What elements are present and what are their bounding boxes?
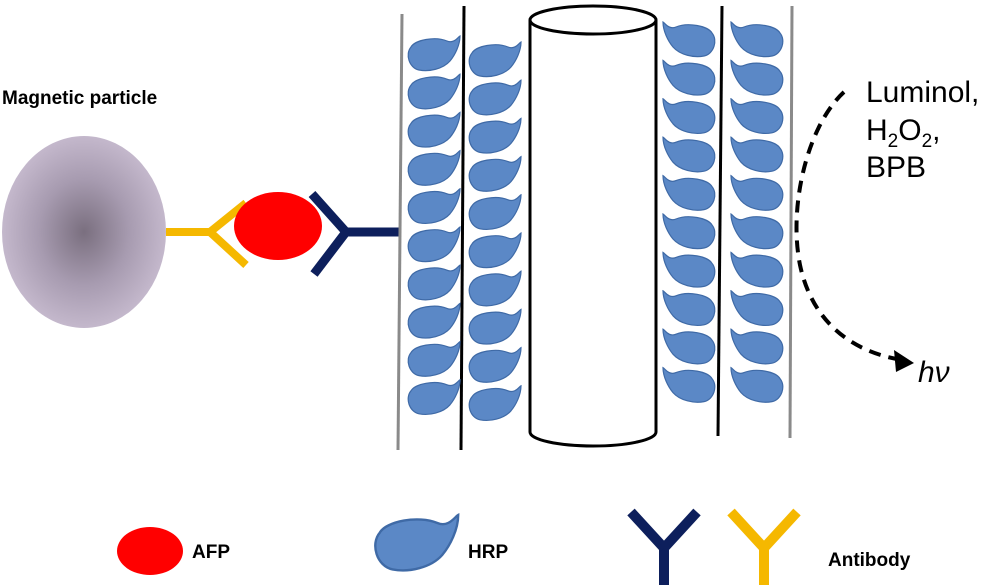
afp-antigen-icon [234, 192, 322, 260]
hrp-enzyme-icon [730, 59, 784, 96]
hrp-enzyme-icon [662, 213, 716, 250]
hrp-enzyme-icon [407, 35, 461, 72]
hrp-enzyme-icon [662, 290, 716, 326]
hrp-enzyme-icon [662, 367, 716, 403]
hrp-enzyme-icon [730, 175, 784, 211]
outer-wall-right [788, 5, 794, 439]
reagent-luminol-label: Luminol, [866, 76, 979, 109]
hrp-enzyme-icon [407, 226, 461, 263]
dashed-curved-arrow-icon [794, 90, 903, 362]
hrp-enzyme-icon [407, 379, 461, 415]
hrp-enzyme-icon [730, 290, 784, 326]
legend-hrp-icon [374, 513, 460, 572]
hrp-enzyme-icon [407, 111, 461, 148]
capture-antibody-icon [166, 199, 249, 268]
hrp-enzyme-icon [662, 328, 716, 365]
hrp-enzyme-icon [730, 136, 784, 173]
cylinder-tube-icon [528, 4, 658, 448]
legend-hrp-label: HRP [468, 542, 508, 563]
hrp-enzyme-icon [730, 367, 784, 403]
hrp-enzyme-icon [468, 232, 522, 269]
inner-wall-right [716, 5, 724, 437]
magnetic-particle-label: Magnetic particle [2, 88, 157, 109]
hrp-enzyme-icon [468, 41, 522, 78]
inner-wall-left [459, 5, 466, 451]
hrp-enzyme-icon [407, 150, 461, 186]
reagent-h2o2-label: H2O2, [866, 114, 941, 152]
hrp-enzyme-icon [662, 175, 716, 211]
legend-antibody-yellow-icon [727, 508, 801, 585]
hrp-enzyme-icon [730, 213, 784, 250]
outer-wall-left [396, 13, 404, 451]
hrp-enzyme-icon [730, 21, 784, 58]
hrp-enzyme-icon [407, 341, 461, 377]
legend-antibody-navy-icon [627, 508, 701, 585]
legend-afp-icon [117, 527, 183, 575]
hrp-enzyme-icon [407, 302, 461, 339]
legend-antibody-label: Antibody [828, 550, 911, 571]
hrp-enzyme-icon [468, 194, 522, 231]
detection-antibody-icon [308, 190, 400, 277]
hrp-enzyme-icon [468, 308, 522, 345]
hrp-enzyme-icon [730, 328, 784, 365]
hrp-enzyme-icon [407, 264, 461, 301]
hrp-enzyme-icon [662, 98, 716, 135]
hrp-enzyme-icon [662, 59, 716, 96]
legend: AFP HRP Antibody [117, 508, 911, 585]
hrp-enzyme-icon [468, 270, 522, 307]
hrp-enzyme-icon [662, 136, 716, 173]
hrp-enzyme-icon [468, 385, 522, 421]
legend-afp-label: AFP [192, 542, 230, 563]
hrp-enzyme-icon [407, 73, 461, 110]
hrp-enzyme-icon [468, 117, 522, 154]
hrp-enzyme-icon [468, 79, 522, 116]
magnetic-particle-icon [2, 136, 166, 328]
hrp-enzyme-icon [468, 347, 522, 383]
hrp-enzyme-icon [468, 156, 522, 192]
hrp-enzyme-icon [662, 251, 716, 288]
emission-label: hν [918, 356, 950, 389]
hrp-enzyme-icon [730, 98, 784, 135]
reagent-bpb-label: BPB [866, 151, 926, 184]
hrp-enzyme-icon [407, 188, 461, 225]
arrow-head-icon [894, 350, 914, 372]
hrp-enzyme-icon [730, 251, 784, 288]
hrp-enzyme-icon [662, 21, 716, 58]
